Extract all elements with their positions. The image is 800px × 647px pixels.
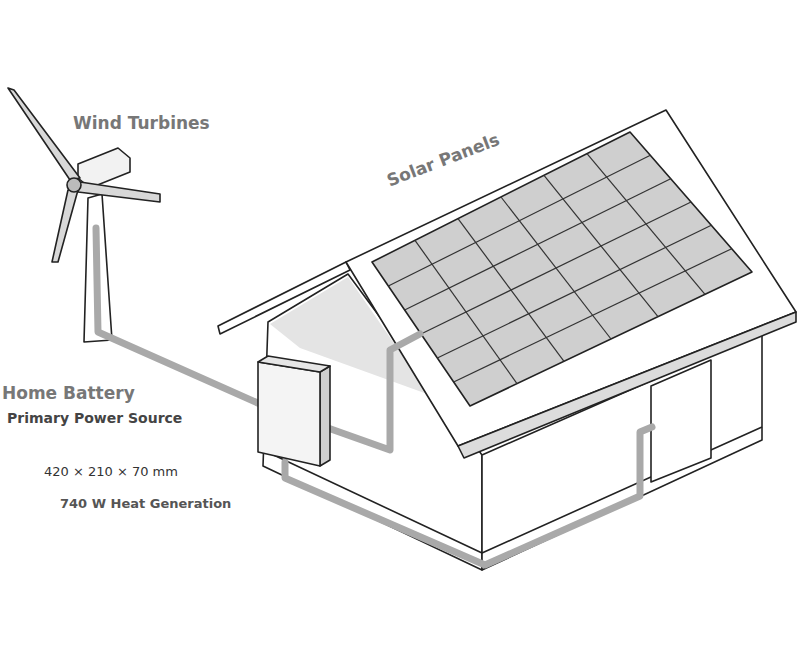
left-roof-edge bbox=[218, 262, 350, 334]
component-label: Solar Panels bbox=[384, 130, 502, 191]
turbine-blade bbox=[8, 88, 80, 180]
solar-cable bbox=[328, 334, 420, 450]
turbine-blade bbox=[78, 182, 160, 202]
turbine-cable bbox=[96, 228, 260, 404]
battery-side bbox=[320, 366, 330, 466]
home-battery-box bbox=[258, 362, 320, 466]
panel-grid-line bbox=[458, 219, 564, 362]
panel-grid-line bbox=[501, 197, 611, 339]
note-label: Primary Power Source bbox=[7, 410, 182, 426]
component-label: Wind Turbines bbox=[73, 114, 210, 134]
house-cable bbox=[285, 427, 652, 565]
component-label: Home Battery bbox=[2, 384, 135, 404]
panel-grid-line bbox=[544, 175, 658, 316]
turbine-blade bbox=[52, 190, 78, 262]
panel-grid-line bbox=[415, 240, 517, 383]
dimension-label: 420 × 210 × 70 mm bbox=[44, 465, 178, 480]
spec-label: 740 W Heat Generation bbox=[60, 497, 231, 512]
battery-top bbox=[258, 356, 330, 372]
panel-grid-line bbox=[587, 154, 705, 295]
turbine-hub bbox=[67, 178, 81, 192]
roof-plane bbox=[346, 110, 796, 446]
turbine-nacelle bbox=[78, 148, 130, 188]
